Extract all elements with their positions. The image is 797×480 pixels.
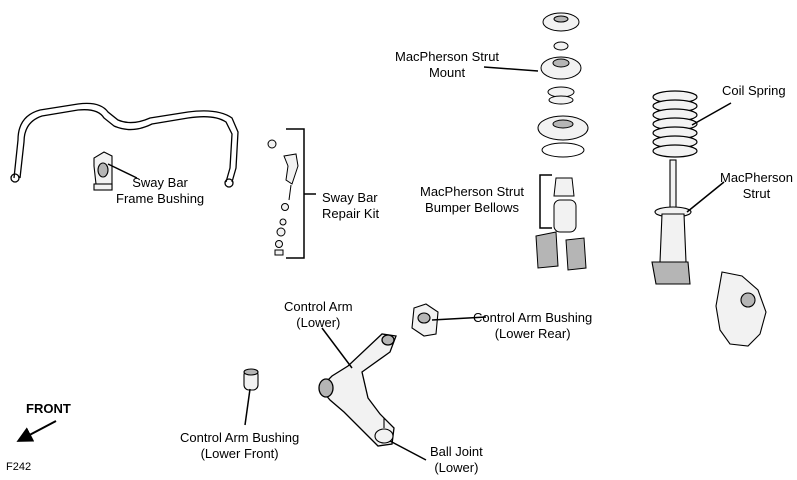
label-sway-bar-frame-bushing: Sway Bar Frame Bushing — [116, 175, 205, 206]
macpherson-strut — [651, 159, 692, 285]
strut-mount-assembly — [537, 12, 589, 158]
label-control-arm-lower: Control Arm (Lower) — [284, 299, 353, 330]
label-control-arm-bushing-lower-rear: Control Arm Bushing (Lower Rear) — [473, 310, 593, 341]
label-control-arm-bushing-lower-front: Control Arm Bushing (Lower Front) — [180, 430, 300, 461]
steering-knuckle — [715, 271, 767, 347]
bumper-bellows-parts — [535, 177, 587, 271]
coil-spring — [652, 90, 698, 158]
label-macpherson-strut: MacPherson Strut — [720, 170, 793, 201]
lower-rear-bushing — [411, 303, 439, 337]
label-macpherson-strut-bumper-bellows: MacPherson Strut Bumper Bellows — [420, 184, 525, 215]
sway-bar — [10, 102, 239, 188]
front-arrow — [16, 420, 57, 442]
leader-lines — [107, 66, 732, 461]
ball-joint — [374, 418, 394, 444]
repair-kit-bracket — [286, 128, 316, 259]
front-direction-label: FRONT — [26, 401, 71, 416]
sway-bar-repair-kit-parts — [267, 139, 299, 256]
label-ball-joint-lower: Ball Joint (Lower) — [430, 444, 483, 475]
lower-control-arm — [318, 333, 397, 447]
label-macpherson-strut-mount: MacPherson Strut Mount — [395, 49, 500, 80]
bellows-bracket — [539, 174, 552, 229]
sway-bar-frame-bushing — [93, 151, 113, 191]
figure-code: F242 — [6, 461, 32, 473]
label-sway-bar-repair-kit: Sway Bar Repair Kit — [322, 190, 380, 221]
lower-front-bushing — [243, 368, 259, 391]
label-coil-spring: Coil Spring — [722, 83, 786, 98]
